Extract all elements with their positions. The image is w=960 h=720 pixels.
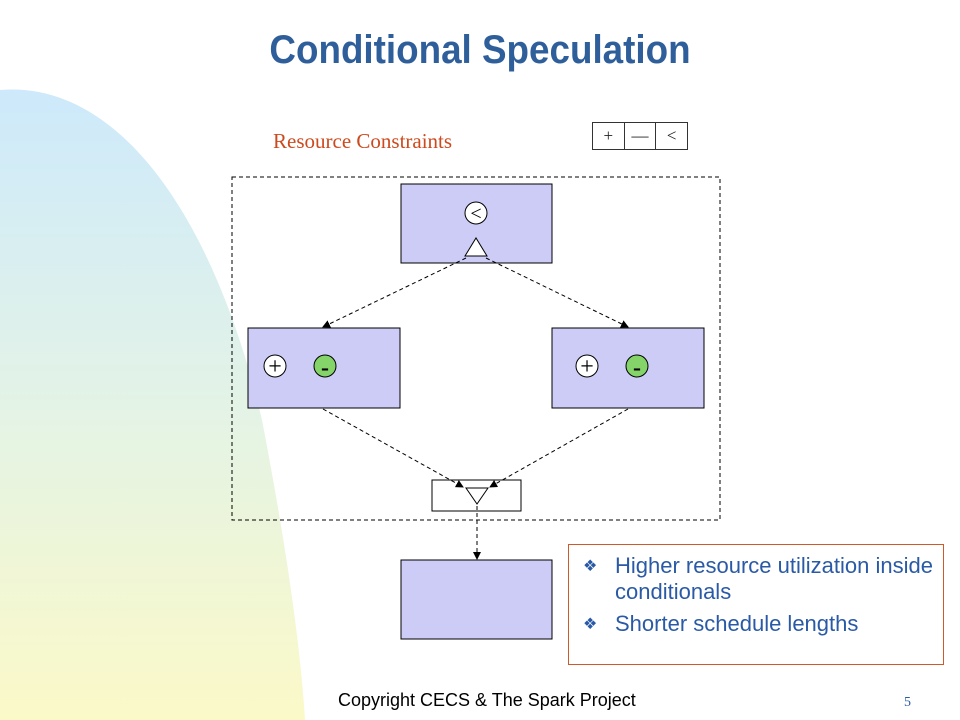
bullet-item: ❖ Higher resource utilization inside con… [583,553,933,605]
edge-top-to-right [485,257,629,328]
slide-title: Conditional Speculation [269,28,691,72]
right-subtract-op-node [625,354,649,378]
edge-top-to-left [322,257,467,328]
edge-right-to-join [489,408,629,488]
bottom-block [400,559,553,640]
right-add-op-node [575,354,599,378]
right-add-op-symbol: + [580,354,594,380]
diamond-bullet-icon: ❖ [583,558,598,575]
branch-fork-triangle [464,237,488,257]
bullet-box: ❖ Higher resource utilization inside con… [568,544,944,665]
bullet-item: ❖ Shorter schedule lengths [583,611,933,638]
left-subtract-op-node [313,354,337,378]
resource-unit-add: + [593,123,625,149]
page-number: 5 [904,695,911,710]
conditional-region-boundary [231,176,721,521]
compare-op-node [464,201,488,225]
left-add-op-symbol: + [268,354,282,380]
copyright-footer: Copyright CECS & The Spark Project [338,690,636,710]
bullet-text: Higher resource utilization inside condi… [615,553,933,604]
bullet-text: Shorter schedule lengths [615,611,859,636]
diamond-bullet-icon: ❖ [583,616,598,633]
resource-constraints-label: Resource Constraints [273,129,453,153]
right-subtract-op-symbol: - [633,355,641,381]
resource-unit-compare: < [666,126,677,145]
left-add-op-node [263,354,287,378]
branch-join-triangle [465,487,489,505]
resource-unit-subtract: — [625,123,657,149]
compare-op-symbol: < [470,203,481,225]
left-subtract-op-symbol: - [321,355,329,381]
edge-left-to-join [322,408,464,488]
resource-units-table: + — < [592,122,688,150]
